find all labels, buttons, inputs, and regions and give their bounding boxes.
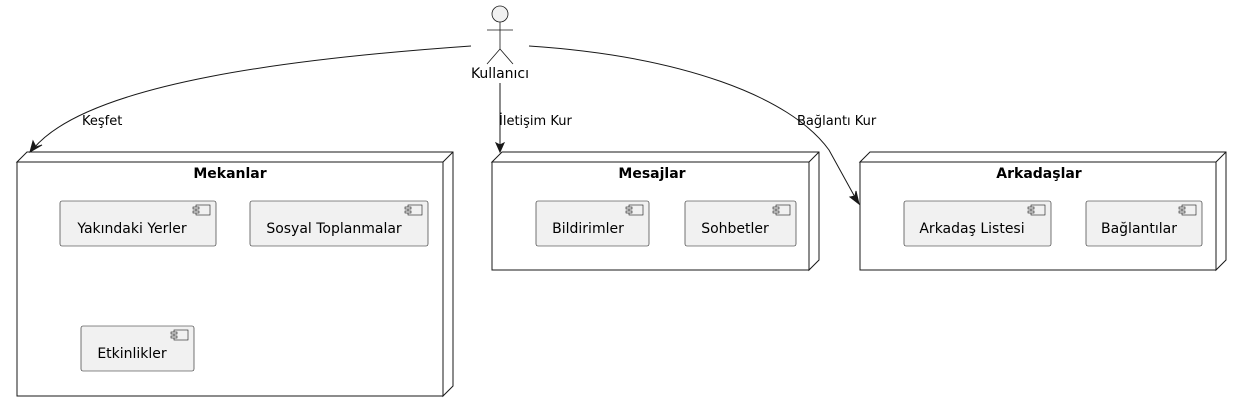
component-etkinlikler[interactable]: Etkinlikler	[80, 325, 195, 372]
component-sohbetler[interactable]: Sohbetler	[684, 200, 797, 247]
edge-iletisim-kur[interactable]: İletişim Kur	[494, 83, 572, 154]
edge-line	[528, 45, 857, 200]
arrowhead-icon	[494, 141, 506, 154]
component-label: Etkinlikler	[97, 346, 167, 362]
node-3d-corner	[442, 151, 454, 163]
node-arkadaslar[interactable]: Arkadaşlar Arkadaş Listesi Bağlantılar	[858, 151, 1227, 272]
node-title: Mekanlar	[193, 166, 266, 182]
component-label: Yakındaki Yerler	[76, 221, 187, 237]
component-label: Sohbetler	[701, 221, 769, 237]
actor-label: Kullanıcı	[471, 66, 529, 82]
component-label: Arkadaş Listesi	[919, 221, 1024, 237]
component-sosyal-toplanmalar[interactable]: Sosyal Toplanmalar	[249, 200, 429, 247]
node-3d-corner	[1215, 151, 1227, 163]
arrowhead-icon	[848, 190, 860, 206]
node-3d-corner	[808, 151, 820, 163]
actor-body-icon	[486, 22, 514, 65]
component-icon	[625, 204, 644, 216]
actor-user[interactable]: Kullanıcı	[471, 5, 529, 82]
component-icon	[1178, 204, 1197, 216]
component-label: Bağlantılar	[1101, 221, 1177, 237]
component-arkadas-listesi[interactable]: Arkadaş Listesi	[903, 200, 1052, 247]
node-title: Mesajlar	[618, 166, 685, 182]
component-icon	[404, 204, 423, 216]
edge-line	[33, 45, 472, 149]
edge-baglanti-kur[interactable]: Bağlantı Kur	[528, 45, 877, 206]
actor-head-icon	[491, 5, 509, 23]
component-yakindaki-yerler[interactable]: Yakındaki Yerler	[59, 200, 217, 247]
arrowhead-icon	[29, 139, 43, 154]
edge-kesfet[interactable]: Keşfet	[29, 45, 472, 154]
component-icon	[192, 204, 211, 216]
node-mesajlar[interactable]: Mesajlar Bildirimler Sohbetler	[490, 151, 820, 272]
component-box	[684, 200, 797, 247]
component-icon	[1027, 204, 1046, 216]
component-baglantilar[interactable]: Bağlantılar	[1085, 200, 1203, 247]
node-mekanlar[interactable]: Mekanlar Yakındaki Yerler Sosyal Toplanm…	[15, 151, 454, 398]
edge-label: Keşfet	[82, 114, 122, 129]
component-label: Sosyal Toplanmalar	[266, 221, 402, 237]
component-box	[903, 200, 1052, 247]
component-box	[535, 200, 650, 247]
component-box	[249, 200, 429, 247]
edge-label: Bağlantı Kur	[797, 114, 877, 129]
component-box	[1085, 200, 1203, 247]
component-icon	[170, 329, 189, 341]
node-title: Arkadaşlar	[996, 166, 1082, 182]
component-label: Bildirimler	[552, 221, 624, 237]
component-box	[80, 325, 195, 372]
edge-label: İletişim Kur	[499, 113, 572, 129]
component-icon	[772, 204, 791, 216]
component-bildirimler[interactable]: Bildirimler	[535, 200, 650, 247]
component-box	[59, 200, 217, 247]
